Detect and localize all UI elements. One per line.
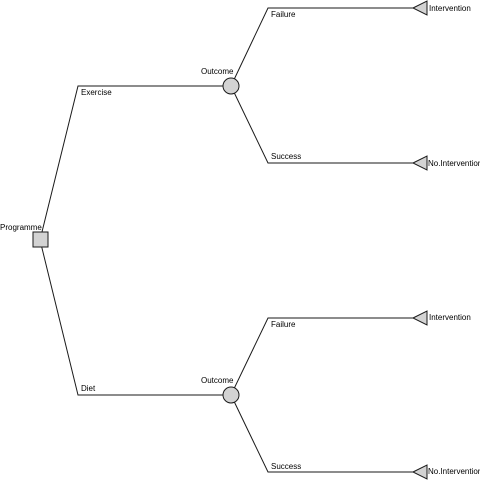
terminal-node-diet-success[interactable] bbox=[411, 464, 428, 480]
edge-exercise-failure bbox=[230, 7, 413, 87]
terminal-label-diet-failure: Intervention bbox=[429, 313, 471, 322]
decision-node-programme[interactable] bbox=[32, 231, 49, 248]
outcome-label-diet-failure: Failure bbox=[271, 320, 296, 329]
terminal-node-exercise-failure[interactable] bbox=[411, 0, 428, 16]
terminal-label-diet-success: No.Intervention bbox=[428, 467, 480, 476]
chance-node-diet[interactable] bbox=[222, 386, 240, 404]
branch-label-exercise: Exercise bbox=[81, 88, 112, 97]
terminal-node-diet-failure[interactable] bbox=[411, 310, 428, 326]
outcome-label-diet-success: Success bbox=[271, 462, 301, 471]
decision-node-label: Programme bbox=[0, 223, 42, 232]
chance-node-label-exercise: Outcome bbox=[201, 67, 234, 76]
chance-node-label-diet: Outcome bbox=[201, 376, 234, 385]
edge-diet-success bbox=[230, 394, 413, 473]
edge-root-exercise bbox=[39, 85, 231, 241]
edge-diet-failure bbox=[230, 317, 413, 396]
edge-exercise-success bbox=[230, 85, 413, 164]
terminal-label-exercise-success: No.Intervention bbox=[428, 159, 480, 168]
terminal-label-exercise-failure: Intervention bbox=[429, 4, 471, 13]
chance-node-exercise[interactable] bbox=[222, 77, 240, 95]
outcome-label-exercise-failure: Failure bbox=[271, 10, 296, 19]
edge-root-diet bbox=[39, 239, 231, 396]
outcome-label-exercise-success: Success bbox=[271, 152, 301, 161]
terminal-node-exercise-success[interactable] bbox=[411, 155, 428, 171]
branch-label-diet: Diet bbox=[81, 384, 96, 393]
